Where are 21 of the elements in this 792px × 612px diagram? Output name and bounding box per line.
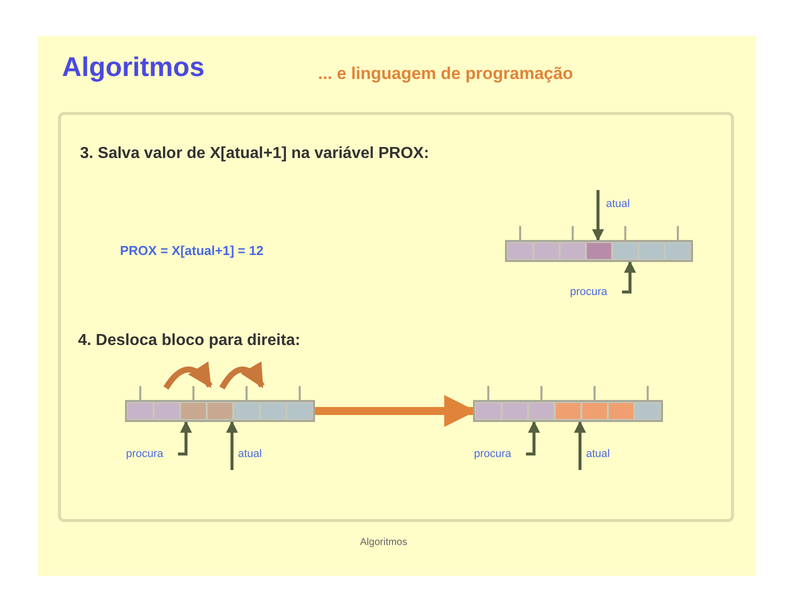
step-text: 4. Desloca bloco para direita: [78, 332, 300, 350]
pointer-arrow [526, 420, 540, 456]
formula: PROX = X[atual+1] = 12 [120, 243, 264, 258]
array-bar [473, 400, 663, 422]
pointer-label: procura [570, 284, 622, 300]
subtitle: ... e linguagem de programação [318, 64, 574, 84]
pointer-arrow [592, 190, 604, 242]
pointer-arrow [574, 420, 586, 470]
pointer-arrow [226, 420, 238, 470]
pointer-label: procura [474, 446, 526, 462]
pointer-label: atual [606, 196, 646, 212]
array-bar [125, 400, 315, 422]
slide-title: Algoritmos [62, 52, 205, 83]
step-text: 3. Salva valor de X[atual+1] na variável PROX: [80, 145, 430, 163]
pointer-arrow [178, 420, 192, 456]
pointer-label: procura [126, 446, 178, 462]
array-bar [505, 240, 693, 262]
pointer-label: atual [586, 446, 626, 462]
footer-text: Algoritmos [360, 537, 408, 548]
pointer-arrow [622, 260, 636, 294]
pointer-label: atual [238, 446, 278, 462]
